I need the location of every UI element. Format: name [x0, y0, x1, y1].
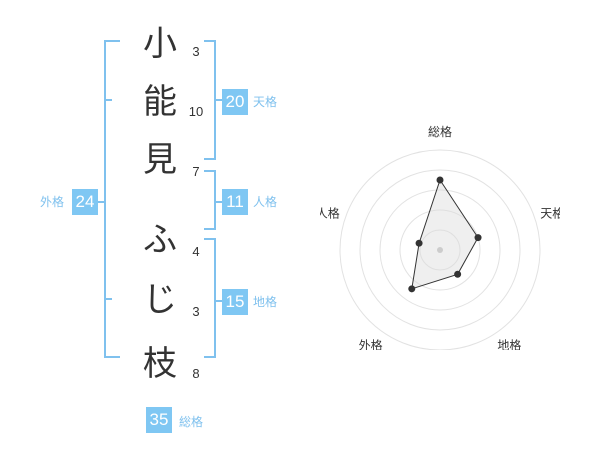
gaikaku-connector — [98, 201, 106, 203]
tenkaku-connector — [214, 99, 222, 101]
name-char-3: 見 — [143, 140, 177, 180]
name-char-4: ふ — [143, 220, 177, 260]
radar-rings — [339, 149, 541, 350]
chikaku-bracket-bottom — [204, 356, 216, 358]
radar-point-4 — [408, 285, 416, 293]
gaikaku-bracket-top — [104, 40, 120, 42]
radar-points — [408, 176, 482, 293]
stroke-count-2: 10 — [188, 104, 204, 119]
radar-ring-5 — [339, 149, 541, 350]
name-char-1: 小 — [143, 24, 177, 64]
jinkaku-bracket-vertical — [214, 170, 216, 230]
chikaku-label: 地格 — [253, 295, 278, 309]
soukaku-score: 35 — [146, 407, 172, 433]
gaikaku-score: 24 — [72, 189, 98, 215]
radar-point-1 — [436, 176, 444, 184]
soukaku-label: 総格 — [179, 415, 204, 429]
radar-center-dot — [437, 247, 443, 253]
radar-ring-1 — [419, 229, 461, 271]
gaikaku-bracket-tick-1 — [104, 99, 112, 101]
radar-ring-4 — [359, 169, 521, 331]
gaikaku-bracket-tick-2 — [104, 298, 112, 300]
gaikaku-bracket-bottom — [104, 356, 120, 358]
gaikaku-bracket-vertical — [104, 40, 106, 358]
radar-axis-label-1: 総格 — [428, 124, 452, 139]
name-char-2: 能 — [143, 82, 177, 122]
stroke-count-3: 7 — [192, 164, 200, 179]
chikaku-bracket-vertical — [214, 238, 216, 358]
radar-point-2 — [474, 234, 482, 242]
radar-axis-label-2: 天格 — [540, 206, 560, 221]
stroke-count-4: 4 — [192, 244, 200, 259]
radar-point-3 — [454, 270, 462, 278]
radar-axis-label-4: 外格 — [359, 337, 383, 350]
chikaku-bracket-top — [204, 238, 216, 240]
radar-point-5 — [415, 239, 423, 247]
jinkaku-connector — [214, 201, 222, 203]
radar-ring-2 — [399, 209, 481, 291]
jinkaku-bracket-bottom — [204, 228, 216, 230]
jinkaku-label: 人格 — [253, 195, 278, 209]
name-char-5: じ — [143, 280, 177, 320]
tenkaku-label: 天格 — [253, 95, 278, 109]
tenkaku-score: 20 — [222, 89, 248, 115]
jinkaku-bracket-top — [204, 170, 216, 172]
tenkaku-bracket-top — [204, 40, 216, 42]
chikaku-connector — [214, 300, 222, 302]
chikaku-score: 15 — [222, 289, 248, 315]
radar-axis-label-3: 地格 — [497, 337, 521, 350]
radar-ring-3 — [379, 189, 501, 311]
radar-area — [411, 178, 479, 290]
radar-axis-label-5: 人格 — [320, 206, 340, 221]
stroke-count-5: 3 — [192, 304, 200, 319]
jinkaku-score: 11 — [222, 189, 248, 215]
stroke-count-6: 8 — [192, 366, 200, 381]
stroke-count-1: 3 — [192, 44, 200, 59]
gaikaku-label: 外格 — [40, 195, 65, 209]
name-char-6: 枝 — [143, 344, 177, 384]
tenkaku-bracket-bottom — [204, 158, 216, 160]
